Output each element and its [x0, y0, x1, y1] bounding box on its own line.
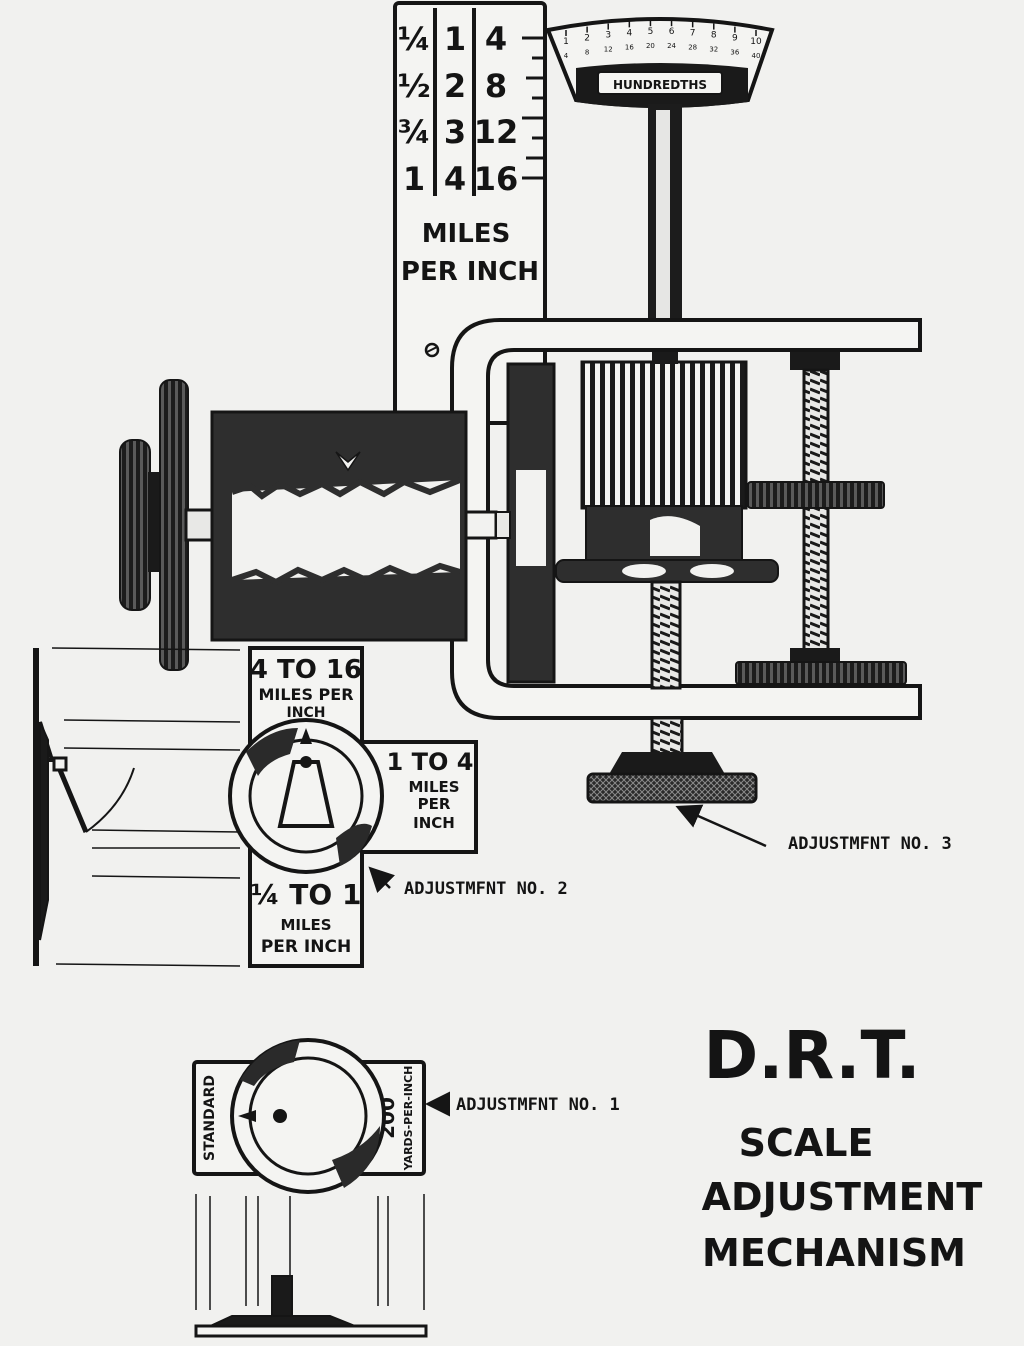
adj1-indicator-icon: [238, 1110, 256, 1122]
outer-thumb-wheel[interactable]: [119, 439, 151, 611]
dial-tick-label-top: 6: [669, 27, 675, 37]
lower-gear: [735, 661, 907, 685]
dial-tick-label-bottom: 4: [564, 52, 569, 60]
adjustment-1-knob[interactable]: [230, 1038, 386, 1194]
barrel-setscrew-icon: [335, 451, 361, 472]
drum-ribs: [580, 360, 748, 510]
scale-ruler-ticks: [522, 25, 547, 185]
scale-col2-row2: 2: [444, 67, 466, 105]
center-screw: [650, 580, 682, 690]
wheel-axle: [184, 508, 216, 542]
scale-col1-row3: ¾: [397, 113, 430, 151]
scale-col1-row1: ¼: [397, 20, 430, 58]
adjustment-3-knob[interactable]: [586, 772, 758, 804]
dial-tick-label-bottom: 16: [625, 43, 634, 51]
title-block: D.R.T. SCALE ADJUSTMENT MECHANISM: [702, 1017, 983, 1275]
large-knurled-wheel[interactable]: [159, 379, 189, 671]
inner-plate: [495, 362, 556, 684]
adj3-arrow-icon: [675, 804, 767, 848]
dial-tick-label-bottom: 36: [730, 49, 739, 57]
adj2-top-unit2: INCH: [287, 705, 326, 721]
adj2-bottom-unit1: MILES: [280, 916, 331, 934]
adjustment-2-plate: 4 TO 16 MILES PER INCH 1 TO 4 MILES PER …: [228, 646, 478, 968]
dial-tick-label-top: 5: [648, 27, 654, 37]
adj1-unit-label: YARDS-PER-INCH: [402, 1066, 415, 1172]
adj2-arrow-icon: [368, 866, 395, 893]
adj2-bottom-range: ¼ TO 1: [251, 878, 362, 911]
dial-tick-label-bottom: 32: [709, 46, 718, 54]
adjustment-3-assembly: [586, 580, 758, 804]
dial-tick-label-top: 4: [626, 28, 632, 38]
scale-col3-row3: 12: [474, 113, 519, 151]
left-knurled-wheels: [119, 379, 216, 671]
dial-tick-label-top: 9: [732, 34, 738, 44]
scale-plate: ¼ ½ ¾ 1 1 2 3 4 4 8 12 16 MILES PER INCH: [393, 1, 547, 425]
dial-tick-label-top: 7: [690, 28, 696, 38]
scale-col3-row1: 4: [485, 20, 507, 58]
adjustment-3-label: ADJUSTMFNT NO. 3: [788, 834, 952, 854]
adj1-standard-label: STANDARD: [202, 1075, 218, 1161]
dial-tick-label-top: 2: [584, 34, 590, 44]
adj2-right-range: 1 TO 4: [387, 748, 474, 776]
upper-gear: [747, 481, 885, 509]
dial-tick-label-bottom: 20: [646, 42, 655, 50]
barrel-highlight: [232, 480, 460, 580]
barrel-housing: [210, 410, 498, 642]
adj1-side-view: [194, 1194, 428, 1338]
frame-outline: [450, 318, 922, 720]
adj2-top-unit1: MILES PER: [258, 685, 353, 704]
scale-col2-row1: 1: [444, 20, 466, 58]
adj2-right-unit2: PER: [418, 795, 451, 813]
adj2-indicator-icon: [300, 728, 312, 744]
scale-col3-row4: 16: [474, 160, 519, 198]
title-line-2: ADJUSTMENT: [702, 1175, 983, 1219]
adj2-right-unit3: INCH: [413, 814, 455, 832]
adj2-top-range: 4 TO 16: [250, 655, 362, 685]
title-main: D.R.T.: [703, 1017, 920, 1094]
adj1-center-dot: [273, 1109, 287, 1123]
leader-arrows: [368, 804, 767, 1117]
dial-tick-label-bottom: 24: [667, 42, 676, 50]
adj2-bottom-unit2: PER INCH: [261, 937, 351, 957]
scale-col1-row4: 1: [403, 160, 425, 198]
dial-tick-label-top: 3: [605, 31, 611, 41]
dial-tick-label-bottom: 28: [688, 43, 697, 51]
scale-col2-row3: 3: [444, 113, 466, 151]
dial-tick-label-top: 1: [563, 37, 569, 47]
dial-tick-label-top: 8: [711, 31, 717, 41]
barrel-shaft: [464, 510, 498, 540]
right-threaded-shaft: [802, 368, 830, 662]
adjustment-2-label: ADJUSTMFNT NO. 2: [404, 879, 568, 899]
dial-tick-label-bottom: 8: [585, 49, 589, 57]
title-line-3: MECHANISM: [702, 1231, 966, 1275]
dial-label-hundredths: HUNDREDTHS: [613, 78, 707, 92]
plate-screw-icon: [424, 342, 440, 358]
scale-col3-row2: 8: [485, 67, 507, 105]
dial-tick-label-bottom: 40: [752, 52, 761, 60]
u-frame: [450, 318, 922, 720]
scale-col1-row2: ½: [397, 67, 430, 105]
scale-col2-row4: 4: [444, 160, 466, 198]
dial-tick-label-bottom: 12: [604, 46, 613, 54]
right-gear-train: [735, 352, 907, 685]
scale-label-miles: MILES: [422, 219, 511, 249]
dial-tick-label-top: 10: [750, 37, 762, 47]
side-view-lines: [33, 647, 241, 967]
adjustment-1-label: ADJUSTMFNT NO. 1: [456, 1095, 620, 1115]
ribbed-drum: [555, 352, 779, 583]
adjustment-1-plate: STANDARD 200 YARDS-PER-INCH: [192, 1038, 426, 1194]
adj2-right-unit1: MILES: [408, 778, 459, 796]
scale-label-per-inch: PER INCH: [401, 257, 539, 287]
title-line-1: SCALE: [739, 1121, 874, 1165]
drum-base-plate: [555, 559, 779, 583]
